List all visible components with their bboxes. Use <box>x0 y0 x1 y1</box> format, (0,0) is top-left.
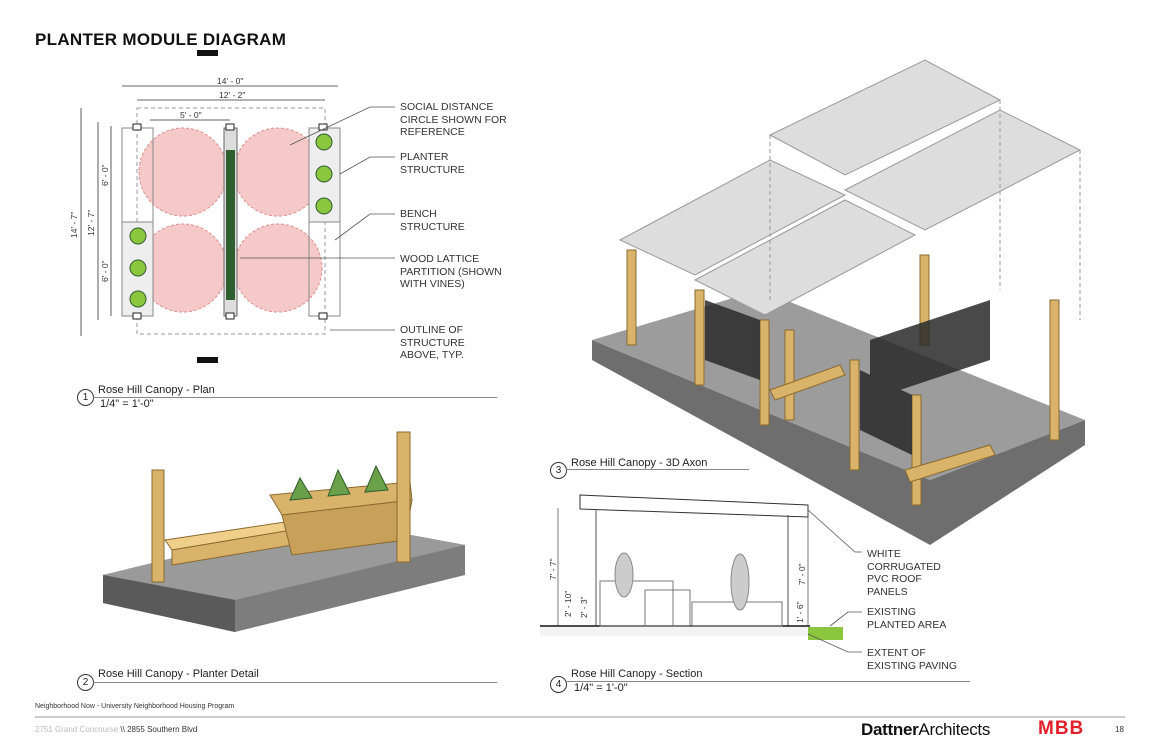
caption-number: 4 <box>550 676 567 693</box>
note-lattice: WOOD LATTICE PARTITION (SHOWN WITH VINES… <box>400 253 502 290</box>
note-bench: BENCH STRUCTURE <box>400 208 465 233</box>
note-roof-panels: WHITE CORRUGATED PVC ROOF PANELS <box>867 548 941 598</box>
note-planter: PLANTER STRUCTURE <box>400 151 465 176</box>
footer-divider <box>35 716 1125 718</box>
dim-lower-height: 6' - 0" <box>100 260 110 282</box>
dim-upper-height: 6' - 0" <box>100 164 110 186</box>
dim-overall-width: 14' - 0" <box>217 76 244 86</box>
dim-clear-height: 7' - 0" <box>797 563 807 585</box>
footer-address-sep: \\ <box>118 725 128 734</box>
page-title: PLANTER MODULE DIAGRAM <box>35 30 287 49</box>
dim-inner-width: 12' - 2" <box>219 90 246 100</box>
caption-number: 1 <box>77 389 94 406</box>
dim-overall-height: 14' - 7" <box>69 211 79 238</box>
dattner-logo-rest: Architects <box>918 720 991 739</box>
dim-total-height: 7' - 7" <box>548 558 558 580</box>
caption-number: 2 <box>77 674 94 691</box>
footer-program: Neighborhood Now - University Neighborho… <box>35 703 235 710</box>
dim-seat-height: 1' - 6" <box>795 601 805 623</box>
caption-rule <box>566 681 970 682</box>
plan-drawing <box>80 50 395 363</box>
caption-title: Rose Hill Canopy - Plan <box>98 384 215 396</box>
caption-number: 3 <box>550 462 567 479</box>
note-planted-area: EXISTING PLANTED AREA <box>867 606 947 631</box>
dim-bench-back-height: 2' - 3" <box>579 596 589 618</box>
footer-address: 2751 Grand Concourse \\ 2855 Southern Bl… <box>35 725 197 734</box>
distance-circle <box>138 127 228 217</box>
dim-planter-height: 2' - 10" <box>563 590 573 617</box>
caption-rule <box>93 682 497 683</box>
section-drawing <box>540 494 862 653</box>
note-social-distance: SOCIAL DISTANCE CIRCLE SHOWN FOR REFEREN… <box>400 101 507 138</box>
planter-detail-drawing <box>103 431 465 632</box>
caption-title: Rose Hill Canopy - Planter Detail <box>98 668 259 680</box>
dattner-logo-bold: Dattner <box>861 720 919 739</box>
caption-scale: 1/4" = 1'-0" <box>574 682 628 694</box>
axon-drawing <box>592 59 1085 545</box>
caption-rule <box>93 397 497 398</box>
note-outline: OUTLINE OF STRUCTURE ABOVE, TYP. <box>400 324 465 361</box>
distance-circle <box>233 223 323 313</box>
page-number: 18 <box>1115 725 1124 734</box>
caption-title: Rose Hill Canopy - Section <box>571 668 703 680</box>
caption-title: Rose Hill Canopy - 3D Axon <box>571 457 708 469</box>
mbb-logo: MBB <box>1038 718 1085 739</box>
caption-scale: 1/4" = 1'-0" <box>100 398 154 410</box>
dim-module-width: 5' - 0" <box>180 110 202 120</box>
caption-rule <box>566 469 749 470</box>
footer-address-new: 2855 Southern Blvd <box>127 725 198 734</box>
dattner-logo: DattnerArchitects <box>861 720 990 740</box>
note-paving: EXTENT OF EXISTING PAVING <box>867 647 958 672</box>
footer-address-old: 2751 Grand Concourse <box>35 725 119 734</box>
dim-inner-height: 12' - 7" <box>86 209 96 236</box>
